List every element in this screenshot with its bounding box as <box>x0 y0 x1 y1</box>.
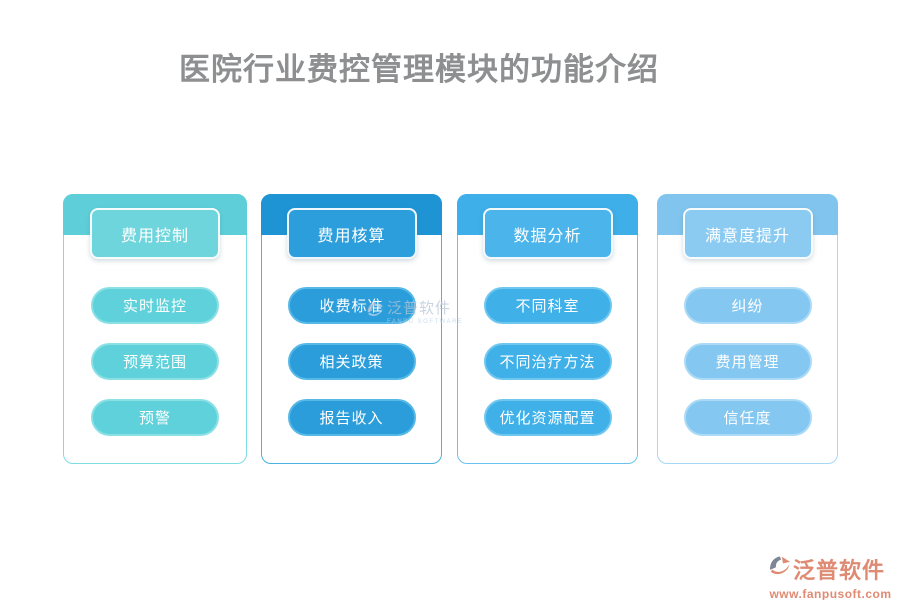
pill-item: 实时监控 <box>91 287 219 324</box>
pill-item: 收费标准 <box>287 287 416 324</box>
card-item-list: 收费标准 相关政策 报告收入 <box>262 287 441 436</box>
card-cost-accounting: 费用核算 收费标准 相关政策 报告收入 <box>261 194 442 464</box>
card-header-label: 费用核算 <box>317 227 386 245</box>
pill-item: 纠纷 <box>683 287 812 324</box>
pill-item: 优化资源配置 <box>483 399 612 436</box>
card-header-tab: 费用核算 <box>286 208 417 259</box>
pill-item: 预算范围 <box>91 343 219 380</box>
card-cost-control: 费用控制 实时监控 预算范围 预警 <box>63 194 247 464</box>
card-item-list: 实时监控 预算范围 预警 <box>64 287 246 436</box>
pill-item: 信任度 <box>683 399 812 436</box>
card-header-label: 满意度提升 <box>704 227 790 245</box>
pill-item: 费用管理 <box>683 343 812 380</box>
card-header-tab: 数据分析 <box>482 208 613 259</box>
pill-item: 不同科室 <box>483 287 612 324</box>
pill-item: 报告收入 <box>287 399 416 436</box>
footer-website: www.fanpusoft.com <box>769 587 892 600</box>
card-header-tab: 费用控制 <box>90 208 220 259</box>
card-header-label: 费用控制 <box>120 227 189 245</box>
card-item-list: 不同科室 不同治疗方法 优化资源配置 <box>458 287 637 436</box>
card-header-tab: 满意度提升 <box>682 208 813 259</box>
card-satisfaction: 满意度提升 纠纷 费用管理 信任度 <box>657 194 838 464</box>
card-header-label: 数据分析 <box>513 227 582 245</box>
footer-brand-name: 泛普软件 <box>793 558 886 584</box>
pill-item: 预警 <box>91 399 219 436</box>
card-item-list: 纠纷 费用管理 信任度 <box>658 287 837 436</box>
card-data-analysis: 数据分析 不同科室 不同治疗方法 优化资源配置 <box>457 194 638 464</box>
fanpu-logo-icon <box>768 555 791 583</box>
pill-item: 不同治疗方法 <box>483 343 612 380</box>
page-title: 医院行业费控管理模块的功能介绍 <box>179 52 659 88</box>
pill-item: 相关政策 <box>287 343 416 380</box>
footer-brand-logo: 泛普软件 www.fanpusoft.com <box>768 553 893 600</box>
